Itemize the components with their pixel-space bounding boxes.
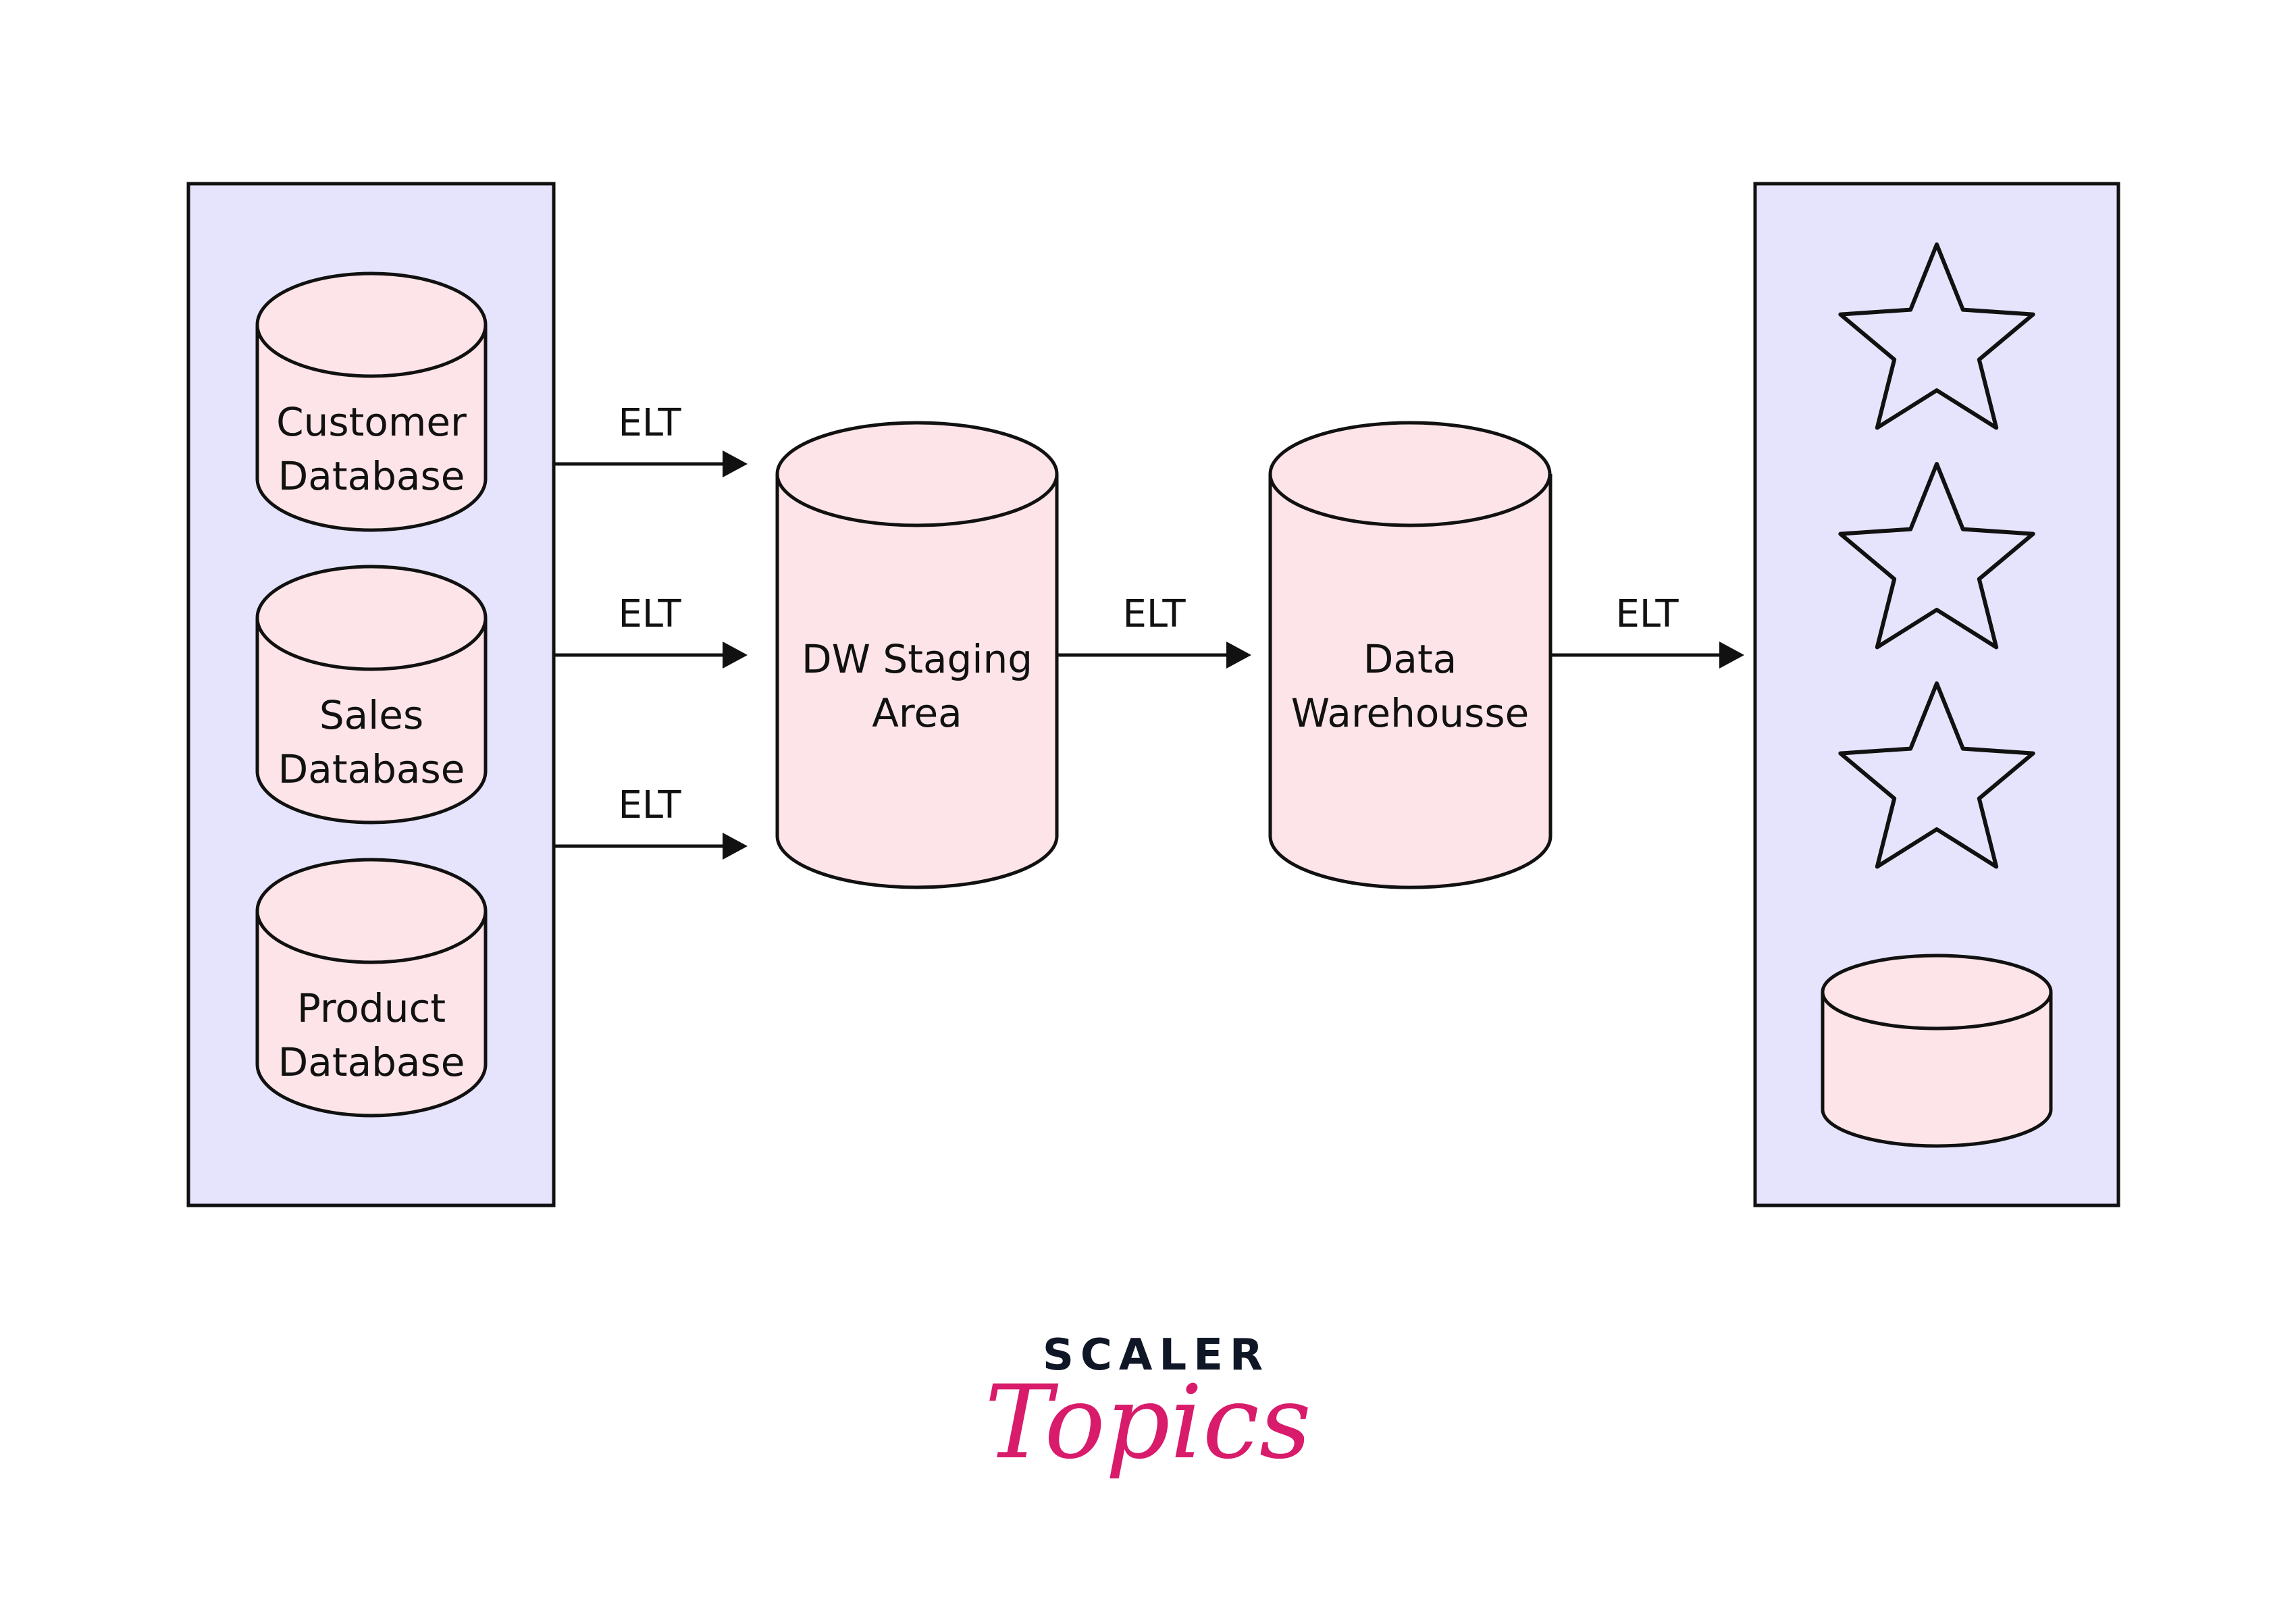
scaler-topics-logo: SCALER Topics	[985, 1330, 1311, 1482]
source-label-line-2: Database	[278, 1039, 465, 1085]
output-database	[1821, 954, 2053, 1148]
star-icon	[1838, 681, 2035, 869]
star-icon	[1838, 242, 2035, 430]
logo-topics-text: Topics	[985, 1364, 1311, 1482]
arrow-head-icon	[1226, 642, 1251, 669]
edge-label: ELT	[1615, 592, 1679, 636]
output-stars	[1838, 242, 2035, 869]
source-product-database: Product Database	[255, 858, 488, 1118]
database-icon	[255, 325, 488, 532]
source-label-line-1: Sales	[319, 692, 423, 738]
source-label-line-1: Product	[297, 985, 446, 1031]
source-sales-database: Sales Database	[255, 565, 488, 825]
edge-label: ELT	[618, 592, 681, 636]
warehouse-label-line-2: Warehousse	[1291, 690, 1530, 736]
edge-warehouse-to-outputs: ELT	[1550, 592, 1744, 669]
edge-staging-to-warehouse: ELT	[1057, 592, 1251, 669]
staging-area: DW Staging Area	[775, 421, 1059, 889]
source-customer-database: Customer Database	[255, 271, 488, 532]
database-icon	[775, 474, 1059, 889]
staging-label-line-1: DW Staging	[802, 636, 1033, 682]
source-label-line-1: Customer	[276, 399, 467, 445]
arrow-head-icon	[723, 642, 748, 669]
star-icon	[1838, 462, 2035, 650]
edge-label: ELT	[618, 783, 681, 827]
arrow-head-icon	[1719, 642, 1744, 669]
database-icon	[255, 618, 488, 825]
data-warehouse: Data Warehousse	[1268, 421, 1553, 889]
edge-sales-to-staging: ELT	[554, 592, 748, 669]
edge-label: ELT	[618, 401, 681, 445]
edge-customer-to-staging: ELT	[554, 401, 748, 477]
warehouse-label-line-1: Data	[1363, 636, 1457, 682]
source-label-line-2: Database	[278, 746, 465, 792]
edge-product-to-staging: ELT	[554, 783, 748, 860]
database-icon	[255, 911, 488, 1118]
arrow-head-icon	[723, 450, 748, 477]
edge-label: ELT	[1122, 592, 1186, 636]
source-label-line-2: Database	[278, 453, 465, 499]
arrow-head-icon	[723, 833, 748, 860]
database-icon	[1821, 992, 2053, 1148]
database-icon	[1268, 474, 1553, 889]
logo-scaler-text: SCALER	[1043, 1330, 1270, 1380]
staging-label-line-2: Area	[872, 690, 962, 736]
